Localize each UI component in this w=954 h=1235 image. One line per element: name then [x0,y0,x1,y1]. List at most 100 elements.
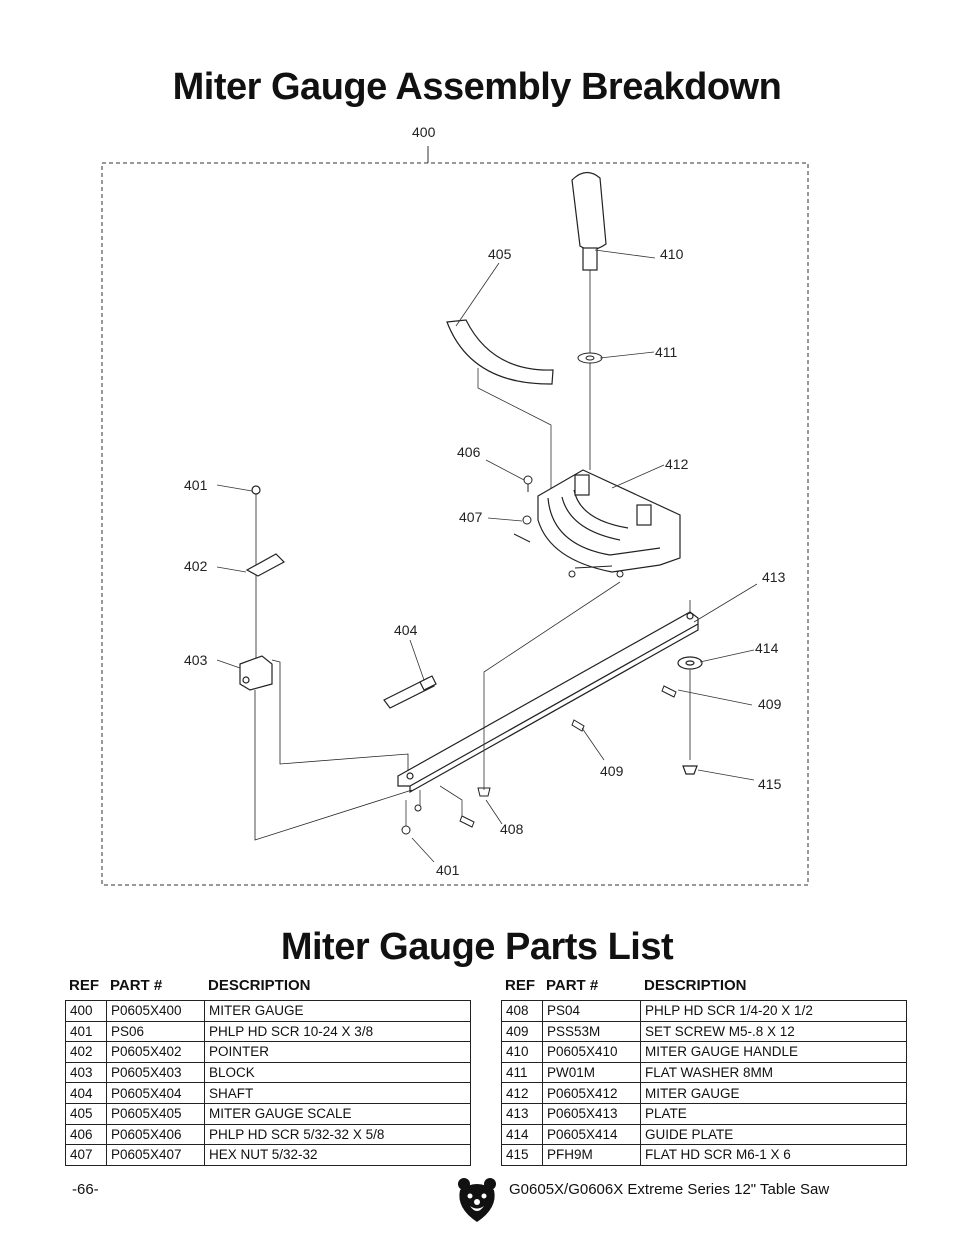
miter-gauge-body [537,469,681,573]
miter-gauge-handle [571,171,607,470]
table-cell: MITER GAUGE [640,1082,907,1104]
callout-414: 414 [755,640,779,656]
callout-405: 405 [488,246,512,262]
table-cell: PHLP HD SCR 10-24 X 3/8 [204,1020,471,1043]
block [239,655,273,691]
parts-list-title: Miter Gauge Parts List [280,926,674,968]
table-cell: P0605X410 [542,1041,641,1063]
table-cell: 406 [65,1123,107,1146]
callout-410: 410 [660,246,684,262]
table-cell: BLOCK [204,1061,471,1084]
callout-409-right: 409 [758,696,782,712]
shaft [383,675,437,709]
table-cell: P0605X400 [106,1000,205,1022]
callout-412: 412 [665,456,689,472]
miter-gauge-scale [446,319,554,385]
table-cell: 414 [501,1123,543,1146]
table-cell: 411 [501,1061,543,1084]
callout-402: 402 [184,558,208,574]
table-cell: MITER GAUGE HANDLE [640,1041,907,1063]
header-part: PART # [110,977,163,994]
table-cell: POINTER [204,1041,471,1063]
bear-logo-icon [458,1178,496,1222]
callout-415: 415 [758,776,782,792]
callout-406: 406 [457,444,481,460]
table-cell: P0605X413 [542,1102,641,1125]
table-cell: 408 [501,1000,543,1022]
table-cell: 409 [501,1020,543,1043]
table-cell: PW01M [542,1061,641,1084]
callout-401-bottom: 401 [436,862,460,878]
table-cell: SHAFT [204,1082,471,1104]
table-cell: 403 [65,1061,107,1084]
table-cell: 410 [501,1041,543,1063]
table-cell: P0605X406 [106,1123,205,1146]
pointer [245,553,285,577]
table-cell: PS04 [542,1000,641,1022]
table-cell: P0605X414 [542,1123,641,1146]
table-cell: P0605X405 [106,1102,205,1125]
table-cell: PLATE [640,1102,907,1125]
table-cell: 415 [501,1144,543,1166]
table-header: REF PART # DESCRIPTION [65,976,471,998]
table-cell: MITER GAUGE SCALE [204,1102,471,1125]
callout-407: 407 [459,509,483,525]
callout-413: 413 [762,569,786,585]
assembly-boundary [101,162,809,886]
callout-411: 411 [655,344,678,360]
table-cell: PSS53M [542,1020,641,1043]
table-cell: PS06 [106,1020,205,1043]
table-cell: 407 [65,1144,107,1166]
plate [397,600,699,794]
header-description: DESCRIPTION [208,977,311,994]
callout-404: 404 [394,622,418,638]
table-cell: PHLP HD SCR 1/4-20 X 1/2 [640,1000,907,1022]
table-header: REF PART # DESCRIPTION [501,976,907,998]
table-cell: GUIDE PLATE [640,1123,907,1146]
table-cell: FLAT WASHER 8MM [640,1061,907,1084]
table-cell: P0605X412 [542,1082,641,1104]
callout-403: 403 [184,652,208,668]
table-cell: P0605X403 [106,1061,205,1084]
table-cell: 404 [65,1082,107,1104]
header-ref: REF [69,977,99,994]
table-cell: HEX NUT 5/32-32 [204,1144,471,1166]
table-cell: FLAT HD SCR M6-1 X 6 [640,1144,907,1166]
callout-409-lower: 409 [600,763,624,779]
table-cell: PHLP HD SCR 5/32-32 X 5/8 [204,1123,471,1146]
table-cell: PFH9M [542,1144,641,1166]
header-part: PART # [546,977,599,994]
table-cell: 402 [65,1041,107,1063]
table-cell: P0605X404 [106,1082,205,1104]
callout-401-top: 401 [184,477,208,493]
table-cell: 405 [65,1102,107,1125]
footer-title: G0605X/G0606X Extreme Series 12" Table S… [509,1181,830,1198]
header-description: DESCRIPTION [644,977,747,994]
table-cell: 400 [65,1000,107,1022]
callout-408: 408 [500,821,524,837]
table-cell: P0605X407 [106,1144,205,1166]
table-cell: P0605X402 [106,1041,205,1063]
callout-400: 400 [412,124,436,140]
